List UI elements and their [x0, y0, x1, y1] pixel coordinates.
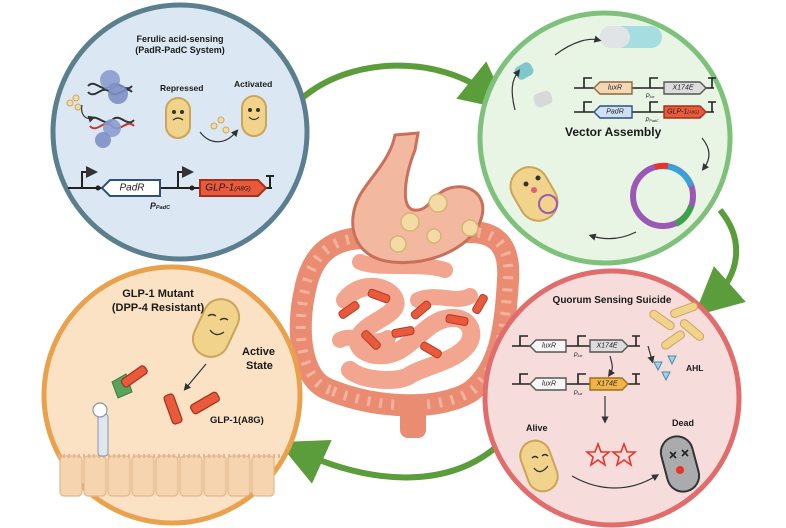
repressor-protein-icon — [95, 70, 128, 148]
gene-label-x174e-br1: X174E — [596, 342, 618, 350]
promoter-label-padc-tr: PPadC — [645, 118, 659, 124]
gene-label-x174e: X174E — [672, 84, 694, 92]
label-activated: Activated — [234, 79, 273, 89]
panel-vector-assembly — [477, 10, 733, 266]
bacterium-icon — [519, 439, 559, 493]
panel-subtitle-ferulic: (PadR-PadC System) — [135, 45, 225, 55]
panel-ferulic-sensing — [50, 2, 310, 262]
peptide-icon — [120, 365, 220, 425]
cycle-arrow-3 — [278, 439, 497, 484]
label-active: Active — [242, 346, 276, 358]
panel-subtitle-glp1-mutant: (DPP-4 Resistant) — [111, 302, 205, 314]
panel-quorum-suicide — [482, 268, 742, 528]
promoter-label-lux-tr: Plux — [645, 94, 655, 100]
bacterium-icon — [509, 166, 559, 222]
cycle-arrow-2 — [694, 208, 746, 316]
padr-gene — [100, 179, 161, 197]
gene-label-glp1: GLP-1(A8G) — [205, 182, 251, 194]
promoter-label-lux-br1: Plux — [573, 353, 583, 359]
stomach-icon — [351, 131, 485, 265]
label-alive: Alive — [526, 423, 548, 433]
panel-glp1-mutant — [41, 264, 303, 526]
panel-title-quorum: Quorum Sensing Suicide — [552, 295, 672, 306]
bacterium-icon — [165, 97, 191, 139]
cycle-arrow-1 — [297, 61, 509, 110]
bacterium-icon — [191, 298, 241, 358]
gene-label-luxr-br1: luxR — [541, 342, 557, 350]
promoter-label-lux-br2: Plux — [573, 391, 583, 397]
plasmid-icon — [630, 162, 696, 229]
label-glp1-product: GLP-1(A8G) — [210, 415, 264, 426]
label-ahl: AHL — [686, 363, 704, 373]
promoter-label-padc: PPadC — [149, 201, 171, 211]
intestine-icon — [289, 221, 520, 438]
glp1-gene — [199, 179, 268, 197]
gene-label-padr-tr: PadR — [606, 108, 624, 116]
panel-title-ferulic: Ferulic acid-sensing — [136, 34, 224, 44]
bacterium-icon — [659, 435, 701, 493]
label-repressed: Repressed — [160, 83, 204, 93]
bacterium-icon — [241, 95, 267, 137]
label-dead: Dead — [672, 418, 695, 428]
gene-label-luxr: luxR — [607, 84, 623, 92]
gene-label-padr: PadR — [119, 182, 145, 194]
star-icon — [584, 441, 638, 467]
gene-label-glp1-tr: GLP-1(A8G) — [667, 108, 699, 116]
peptide-icon — [338, 288, 488, 359]
panel-title-glp1-mutant: GLP-1 Mutant — [122, 288, 194, 300]
label-state: State — [246, 360, 273, 372]
panel-title-vector: Vector Assembly — [565, 125, 662, 139]
gene-label-x174e-br2: X174E — [596, 380, 618, 388]
gene-label-luxr-br2: luxR — [541, 380, 557, 388]
